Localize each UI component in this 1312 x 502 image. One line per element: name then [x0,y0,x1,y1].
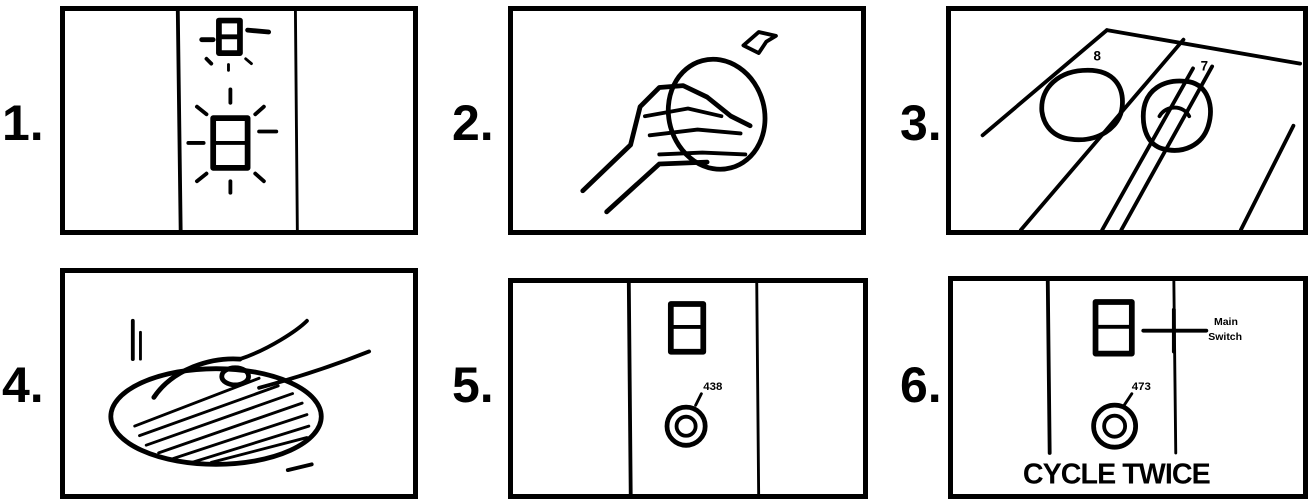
step-number-4: 4. [2,360,44,410]
step-4-panel [60,268,418,499]
step-3-panel: 8 7 [946,6,1308,235]
step-1-panel [60,6,418,235]
heating-plates-illustration: 8 7 [951,11,1303,230]
main-switch-label-line2: Switch [1208,331,1242,343]
plate-left-mark: 8 [1094,49,1102,64]
step-number-2: 2. [452,98,494,148]
main-switch-label-line1: Main [1214,316,1238,328]
cleaning-plate-illustration [65,273,413,494]
step-number-1: 1. [2,98,44,148]
display-and-button-illustration: 438 [513,283,863,494]
hand-lifting-plate-illustration [513,11,861,230]
plate-right-mark: 7 [1201,58,1208,73]
button-code-label: 438 [703,381,723,393]
button-code-label: 473 [1132,381,1151,393]
step-5-panel: 438 [508,278,868,499]
cycle-twice-caption: CYCLE TWICE [1023,458,1210,490]
step-number-3: 3. [900,98,942,148]
step-number-6: 6. [900,360,942,410]
step-2-panel [508,6,866,235]
blinking-display-illustration [65,11,413,230]
main-switch-illustration: 473 Main Switch CYCLE TWICE [953,281,1303,494]
step-number-5: 5. [452,360,494,410]
step-6-panel: 473 Main Switch CYCLE TWICE [948,276,1308,499]
